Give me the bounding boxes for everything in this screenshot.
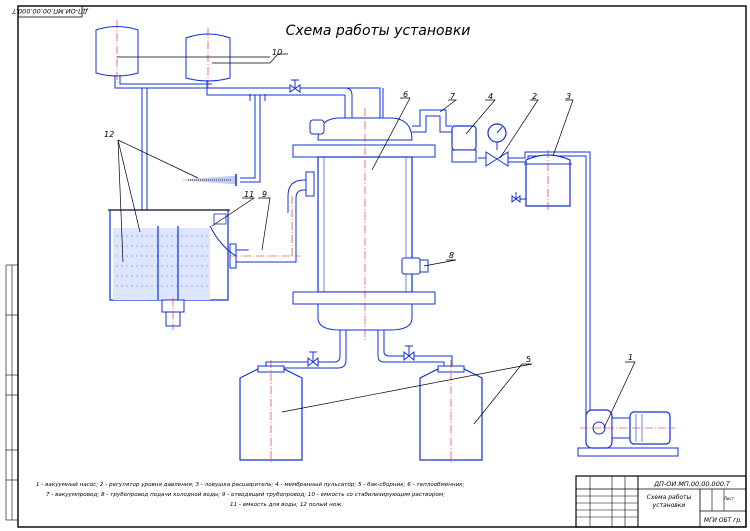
collector-tanks [239,360,483,464]
legend-line-1: 1 - вакуумный насос; 2 - регулятор уровн… [36,482,465,488]
expansion-trap [511,150,572,212]
title-block-name-1: Схема работы [647,494,692,501]
title-block-org: МГИ ОБТ гр. [704,517,742,524]
callout-9: 9 [262,190,267,199]
doc-code-box [17,5,83,18]
drain-pipes [265,330,453,372]
membrane-pulsator [451,125,477,163]
callout-numbers: 10 12 11 9 6 7 4 2 3 8 5 1 [104,48,633,364]
outlet-pipe [229,171,315,269]
binding-strip [5,264,18,521]
callout-5: 5 [526,355,531,364]
legend-line-3: 11 - емкость для воды; 12 полый нож. [230,502,343,508]
drawing-title: Схема работы установки [286,23,471,39]
callout-10: 10 [272,48,282,57]
callout-4: 4 [488,92,493,101]
title-block-code: ДП-ОИ.МП.00.00.000.Т [653,480,731,488]
title-block-name-2: установки [652,502,686,509]
doc-code-text: ДП-ОИ.МП.00.00.000.Т [11,7,89,15]
stabilizer-tanks [95,20,231,88]
valve-icon [289,79,301,93]
callout-1: 1 [628,353,633,362]
sheet-border [17,5,747,528]
vacuum-line [412,109,591,425]
legend-line-2: 7 - вакуумпровод; 8 - трубопровод подачи… [46,492,445,498]
callout-6: 6 [403,90,408,99]
callout-12: 12 [104,130,114,139]
hollow-knife [181,174,237,186]
callout-2: 2 [532,92,537,101]
water-tank [108,209,230,330]
valve-icon [307,345,415,368]
callout-3: 3 [566,92,571,101]
title-block: ДП-ОИ.МП.00.00.000.Т Схема работы устано… [575,475,747,528]
bath-outlet [209,225,237,257]
pressure-regulator [485,142,509,167]
callout-7: 7 [450,92,456,101]
title-block-sheet: Лист [723,496,735,501]
callout-8: 8 [449,251,454,260]
legend: 1 - вакуумный насос; 2 - регулятор уровн… [36,482,465,508]
heat-exchanger [292,108,436,340]
pump-motor-icon [577,409,679,457]
leader-lines [117,53,636,429]
callout-11: 11 [244,190,254,199]
pressure-gauge-icon [487,123,507,143]
